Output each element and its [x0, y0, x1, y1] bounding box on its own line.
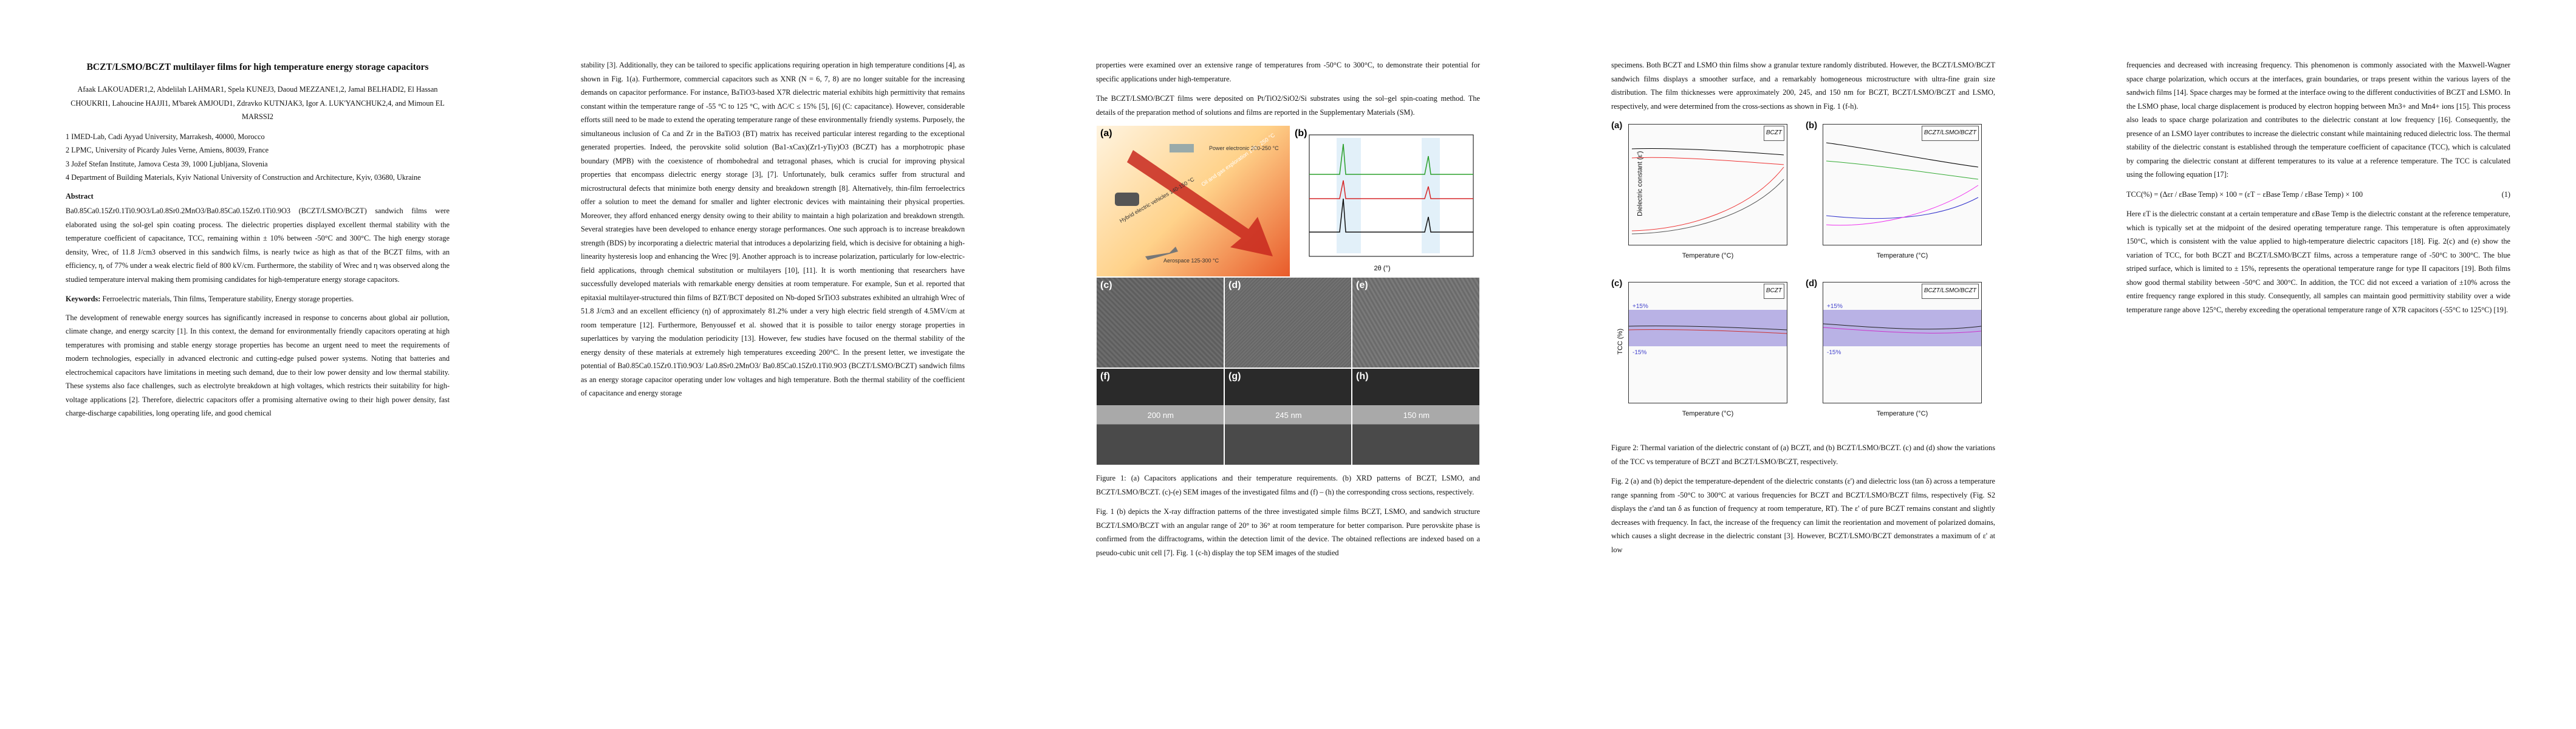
page-5-column: frequencies and decreased with increasin… — [2126, 58, 2510, 323]
body-paragraph: Fig. 1 (b) depicts the X-ray diffraction… — [1096, 507, 1480, 557]
abstract-text: Ba0.85Ca0.15Zr0.1Ti0.9O3/La0.8Sr0.2MnO3/… — [66, 207, 450, 284]
svg-text:2θ (°): 2θ (°) — [1374, 265, 1390, 272]
panel-label: (d) — [1228, 280, 1241, 290]
equation-text: TCC(%) = (Δεr / εBase Temp) × 100 = (εT … — [2126, 190, 2363, 199]
panel-label: (f) — [1100, 371, 1110, 382]
page-4-column: specimens. Both BCZT and LSMO thin films… — [1611, 58, 1995, 563]
tcc-band: +15% -15% — [1628, 303, 1787, 356]
body-paragraph: Fig. 2 (a) and (b) depict the temperatur… — [1611, 477, 1995, 554]
panel-label: (c) — [1100, 280, 1112, 290]
fig1-panel-c: (c) — [1096, 277, 1224, 368]
fig2-panel-d: (d) BCZT/LSMO/BCZT +15% -15% Temperature … — [1806, 277, 1988, 426]
page-5: frequencies and decreased with increasin… — [2061, 0, 2576, 729]
fig1-panel-f: (f) 200 nm — [1096, 368, 1224, 465]
fig2-panel-b: (b) BCZT/LSMO/BCZT Temperature (°C) — [1806, 119, 1988, 268]
page-4: specimens. Both BCZT and LSMO thin films… — [1546, 0, 2061, 729]
fig2-panel-c: (c) BCZT +15% -15% Temperature (°C) TCC (… — [1611, 277, 1793, 426]
affiliation: 1 IMED-Lab, Cadi Ayyad University, Marra… — [66, 132, 265, 141]
figure-1: (a) Power electronic 200-250 °C Oil and … — [1096, 125, 1480, 465]
panel-label: (g) — [1228, 371, 1241, 382]
figure-1-caption: Figure 1: (a) Capacitors applications an… — [1096, 474, 1480, 496]
band-lower: -15% — [1827, 349, 1841, 356]
fig1-panel-b: (b) 2θ (°) — [1290, 125, 1480, 277]
body-paragraph: properties were examined over an extensi… — [1096, 61, 1480, 83]
affiliation: 3 Jožef Stefan Institute, Jamova Cesta 3… — [66, 159, 268, 168]
curves — [1631, 148, 1784, 234]
curves — [1826, 142, 1979, 226]
xrd-pattern: 2θ (°) — [1309, 134, 1474, 272]
temperature-arrow-graphic: Power electronic 200-250 °C Oil and gas … — [1115, 132, 1279, 264]
panel-label: (a) — [1100, 128, 1112, 139]
keywords: Keywords: Ferroelectric materials, Thin … — [66, 292, 450, 306]
dielectric-plot: BCZT — [1628, 124, 1787, 245]
body-paragraph: Here εT is the dielectric constant at a … — [2126, 210, 2510, 314]
panel-label: (e) — [1356, 280, 1368, 290]
paper-title: BCZT/LSMO/BCZT multilayer films for high… — [86, 62, 429, 72]
thickness-label: 200 nm — [1147, 411, 1174, 420]
band-lower: -15% — [1632, 349, 1646, 356]
label-oil-gas: Oil and gas exploration 175 - 250 °C — [1200, 132, 1276, 188]
page-3-column: properties were examined over an extensi… — [1096, 58, 1480, 566]
author-list: Afaak LAKOUADER1,2, Abdelilah LAHMAR1, S… — [70, 85, 445, 121]
sample-tag: BCZT/LSMO/BCZT — [1921, 284, 1979, 299]
fig1-panel-e: (e) — [1352, 277, 1480, 368]
tcc-plot: BCZT/LSMO/BCZT +15% -15% — [1823, 282, 1982, 403]
keywords-text: Ferroelectric materials, Thin films, Tem… — [102, 295, 354, 303]
dielectric-plot: BCZT/LSMO/BCZT — [1823, 124, 1982, 245]
page-3: properties were examined over an extensi… — [1030, 0, 1546, 729]
fig1-panel-g: (g) 245 nm — [1224, 368, 1352, 465]
body-paragraph: The BCZT/LSMO/BCZT films were deposited … — [1096, 94, 1480, 117]
y-axis-label: TCC (%) — [1617, 328, 1625, 355]
sample-tag: BCZT — [1763, 126, 1784, 141]
page-1: BCZT/LSMO/BCZT multilayer films for high… — [0, 0, 515, 729]
panel-label: (a) — [1611, 120, 1623, 131]
x-axis-label: Temperature (°C) — [1876, 410, 1928, 417]
tcc-band: +15% -15% — [1823, 303, 1982, 356]
panel-label: (d) — [1806, 278, 1818, 289]
band-upper: +15% — [1632, 303, 1648, 310]
fig1-panel-a: (a) Power electronic 200-250 °C Oil and … — [1096, 125, 1290, 277]
sample-tag: BCZT/LSMO/BCZT — [1921, 126, 1979, 141]
equation-1: TCC(%) = (Δεr / εBase Temp) × 100 = (εT … — [2126, 188, 2510, 202]
fig1-panel-h: (h) 150 nm — [1352, 368, 1480, 465]
label-aerospace: Aerospace 125-300 °C — [1163, 258, 1219, 264]
figure-2-caption: Figure 2: Thermal variation of the diele… — [1611, 443, 1995, 466]
tcc-plot: BCZT +15% -15% — [1628, 282, 1787, 403]
body-paragraph: frequencies and decreased with increasin… — [2126, 61, 2510, 179]
affiliation: 4 Department of Building Materials, Kyiv… — [66, 173, 421, 182]
fig2-panel-a: (a) BCZT Temperature (°C) Dielectric con… — [1611, 119, 1793, 268]
thickness-label: 150 nm — [1403, 411, 1430, 420]
car-icon — [1115, 193, 1139, 206]
panel-label: (b) — [1295, 128, 1307, 139]
affiliation: 2 LPMC, University of Picardy Jules Vern… — [66, 146, 269, 154]
page-2-column: stability [3]. Additionally, they can be… — [581, 58, 965, 406]
airplane-icon — [1145, 247, 1178, 260]
fig1-panel-d: (d) — [1224, 277, 1352, 368]
keywords-label: Keywords: — [66, 295, 101, 303]
intro-paragraph: The development of renewable energy sour… — [66, 313, 450, 418]
figure-2: (a) BCZT Temperature (°C) Dielectric con… — [1611, 119, 1995, 435]
thickness-label: 245 nm — [1275, 411, 1302, 420]
equation-number: (1) — [2501, 190, 2510, 199]
x-axis-label: Temperature (°C) — [1682, 252, 1734, 259]
x-axis-label: Temperature (°C) — [1876, 252, 1928, 259]
abstract-heading: Abstract — [66, 191, 94, 200]
band-upper: +15% — [1827, 303, 1843, 310]
body-paragraph: stability [3]. Additionally, they can be… — [581, 61, 965, 397]
chip-icon — [1170, 144, 1194, 152]
panel-label: (h) — [1356, 371, 1369, 382]
panel-label: (c) — [1611, 278, 1623, 289]
label-power-electronic: Power electronic 200-250 °C — [1209, 145, 1279, 151]
body-paragraph: specimens. Both BCZT and LSMO thin films… — [1611, 61, 1995, 111]
y-axis-label: Dielectric constant (ε') — [1636, 151, 1644, 216]
page-1-column: BCZT/LSMO/BCZT multilayer films for high… — [66, 58, 450, 426]
sample-tag: BCZT — [1763, 284, 1784, 299]
page-2: stability [3]. Additionally, they can be… — [515, 0, 1030, 729]
x-axis-label: Temperature (°C) — [1682, 410, 1734, 417]
panel-label: (b) — [1806, 120, 1818, 131]
